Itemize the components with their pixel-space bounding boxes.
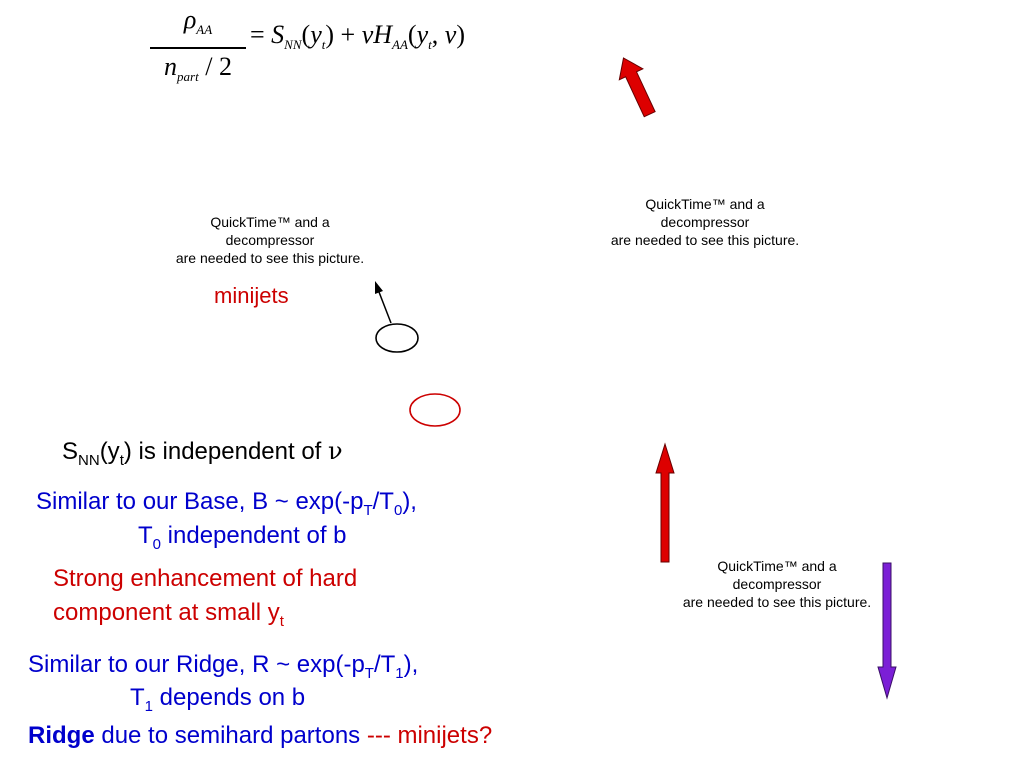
- red-up-arrow: [655, 442, 675, 563]
- minijet-arrow-head: [375, 281, 383, 294]
- purple-down-arrow: [877, 562, 897, 700]
- independence-statement: SNN(yt) is independent of ν: [62, 437, 343, 469]
- fraction-bar: [150, 47, 246, 49]
- formula-rhs: = SNN(yt) + νHAA(yt, ν): [250, 20, 465, 53]
- base-line-1: Similar to our Base, B ~ exp(-pT/T0),: [36, 488, 417, 519]
- red-tilted-arrow-body: [618, 57, 656, 118]
- hard-line-2: component at small yt: [53, 599, 284, 630]
- minijets-label: minijets: [214, 283, 289, 308]
- hard-line-1: Strong enhancement of hard: [53, 565, 358, 592]
- black-ellipse: [375, 323, 419, 353]
- conclusion-line: Ridge due to semihard partons --- minije…: [28, 722, 493, 749]
- base-line-2: T0 independent of b: [138, 522, 347, 553]
- ridge-line-2: T1 depends on b: [130, 684, 306, 715]
- quicktime-placeholder-left: QuickTime™ and a decompressor are needed…: [175, 214, 365, 266]
- quicktime-placeholder-bottom-right: QuickTime™ and a decompressor are needed…: [682, 558, 872, 610]
- red-ellipse: [409, 393, 461, 427]
- formula-fraction: ρAA npart / 2: [150, 6, 246, 91]
- formula-numerator: ρAA: [183, 5, 213, 38]
- minijet-arrow-shaft: [378, 291, 392, 324]
- formula-denominator: npart / 2: [164, 51, 232, 84]
- ridge-line-1: Similar to our Ridge, R ~ exp(-pT/T1),: [28, 651, 419, 682]
- quicktime-placeholder-top-right: QuickTime™ and a decompressor are needed…: [610, 196, 800, 248]
